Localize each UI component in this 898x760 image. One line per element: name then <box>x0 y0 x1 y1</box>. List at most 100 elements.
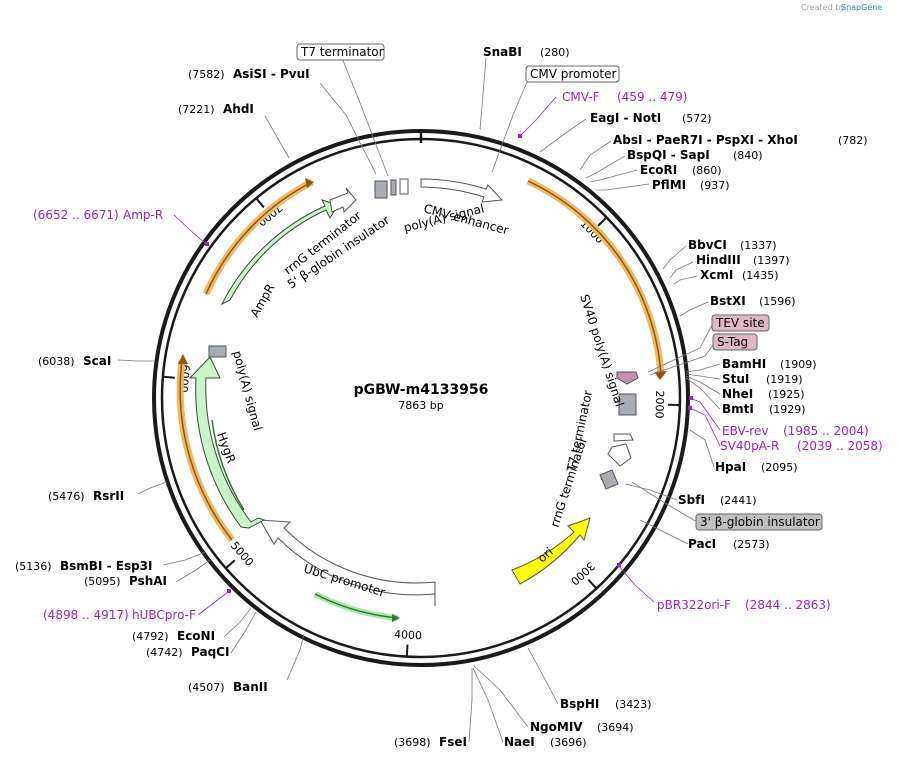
site-pos-scai: (6038) <box>38 355 75 368</box>
site-name-hpai: HpaI <box>715 460 746 474</box>
site-pos-banii: (4507) <box>188 681 225 694</box>
hygr-arrow <box>188 356 266 529</box>
site-name-xcmi: XcmI <box>700 268 733 282</box>
site-name-scai: ScaI <box>83 354 111 368</box>
ubc-promoter-arrow <box>259 519 436 606</box>
site-pos-rsrii: (5476) <box>48 490 85 503</box>
site-pos-bstxi: (1596) <box>759 295 796 308</box>
tick-label: 2000 <box>653 390 667 418</box>
leader-xcmi <box>673 275 698 285</box>
leader-asisi <box>319 82 377 175</box>
orf-bands <box>176 177 667 543</box>
leader-ngomiv <box>473 665 529 728</box>
ubc-green-arrow <box>392 614 400 622</box>
leader-banii <box>286 633 305 681</box>
site-pos-absi: (782) <box>838 134 868 147</box>
primer-marks <box>205 134 693 593</box>
leader-paci <box>639 519 689 545</box>
site-name-bsmbi: BsmBI - Esp3I <box>60 559 152 573</box>
primer-mark-hubcpro-f <box>227 589 231 593</box>
site-pos-naei: (3696) <box>550 736 587 749</box>
site-pos-pflmi: (937) <box>700 179 730 192</box>
polya-left-label: poly(A) signal <box>230 349 265 432</box>
site-pos-bsphi: (3423) <box>615 698 652 711</box>
site-name-bmti: BmtI <box>722 402 754 416</box>
leader-econi <box>223 607 252 638</box>
primer-mark-cmv-f <box>518 134 522 138</box>
site-pos-hindiii: (1397) <box>753 254 790 267</box>
insulator-5-box <box>374 180 388 199</box>
box-3-insulator <box>695 513 823 531</box>
box-s-tag <box>712 333 758 351</box>
site-name-fsei: FseI <box>439 735 467 749</box>
site-name-sbfi: SbfI <box>678 493 705 507</box>
site-pos-ahdi: (7221) <box>178 103 215 116</box>
site-pos-econi: (4792) <box>132 630 169 643</box>
site-name-econi: EcoNI <box>177 629 215 643</box>
box-3-insulator-label: 3' β-globin insulator <box>700 515 820 529</box>
leader-ecori <box>589 169 638 183</box>
leader-ebv-rev <box>689 397 721 431</box>
site-name-eagi: EagI - NotI <box>590 111 661 125</box>
site-name-absi: AbsI - PaeR7I - PspXI - XhoI <box>613 133 798 147</box>
polya-box-left <box>208 345 227 358</box>
leader-nhei <box>685 375 721 395</box>
site-name-snabi: SnaBI <box>483 45 522 59</box>
sv40-polya-box <box>618 393 637 416</box>
site-pos-pshai: (5095) <box>84 575 121 588</box>
leader-sv40pa-r <box>689 407 721 447</box>
orf-band-amp-core <box>205 181 313 295</box>
leader-absi <box>579 140 612 171</box>
primer-range-ebv-rev: (1985 .. 2004) <box>783 424 869 438</box>
leader-sbfi <box>624 483 678 501</box>
leader-fsei <box>468 668 473 743</box>
site-pos-bsmbi: (5136) <box>15 560 52 573</box>
tick-mark <box>225 559 236 569</box>
site-name-bamhi: BamHI <box>722 357 766 371</box>
primer-mark-pbr322ori-f <box>617 563 621 567</box>
site-pos-bmti: (1929) <box>769 403 806 416</box>
leader-s-tag <box>649 340 717 376</box>
t7-terminator-arrow <box>613 433 634 442</box>
primer-name-sv40pa-r: SV40pA-R <box>720 439 779 453</box>
leader-eagi <box>539 118 587 153</box>
leader-bstxi <box>679 301 709 317</box>
site-pos-fsei: (3698) <box>394 736 431 749</box>
ori-arrow <box>511 517 591 585</box>
leader-snabi <box>479 57 487 131</box>
leader-cmv-f <box>519 96 557 137</box>
credit-prefix: Created by <box>801 3 845 12</box>
primer-name-pbr322ori-f: pBR322ori-F <box>657 598 731 612</box>
credit: Created by SnapGene <box>801 3 882 12</box>
primer-name-amp-r: Amp-R <box>123 208 163 222</box>
ubc-green-band <box>313 591 399 621</box>
plasmid-size: 7863 bp <box>398 399 443 412</box>
snapgene-logo-text: SnapGene <box>841 3 882 12</box>
leader-bspqi <box>585 155 626 179</box>
orf-arrow-amp <box>305 178 314 188</box>
leader-3-insulator <box>631 481 698 523</box>
box-cmv-promoter <box>525 65 620 83</box>
ubc-green-core <box>314 593 399 619</box>
hygr-inner-line <box>211 419 245 511</box>
leader-pshai <box>175 559 211 583</box>
primer-mark-sv40pa-r <box>688 406 692 410</box>
site-pos-nhei: (1925) <box>768 388 805 401</box>
site-pos-xcmi: (1435) <box>742 269 779 282</box>
leader-bmti <box>685 377 721 410</box>
site-name-pflmi: PflMI <box>652 178 686 192</box>
leader-pflmi <box>596 183 650 191</box>
boxed-features: T7 terminator CMV promoter TEV site S-Ta… <box>296 43 823 531</box>
site-name-ahdi: AhdI <box>223 102 254 116</box>
tev-site-mark <box>616 371 639 385</box>
leader-bsmbi <box>162 551 207 566</box>
site-pos-ngomiv: (3694) <box>597 721 634 734</box>
rrng-terminator-arrow-right <box>607 443 632 467</box>
site-name-asisi: AsiSI - PvuI <box>233 67 310 81</box>
site-name-bsphi: BspHI <box>560 697 599 711</box>
leader-hpai <box>689 429 715 468</box>
site-name-ngomiv: NgoMIV <box>530 720 583 734</box>
site-pos-bbvci: (1337) <box>740 239 777 252</box>
site-pos-paci: (2573) <box>733 538 770 551</box>
